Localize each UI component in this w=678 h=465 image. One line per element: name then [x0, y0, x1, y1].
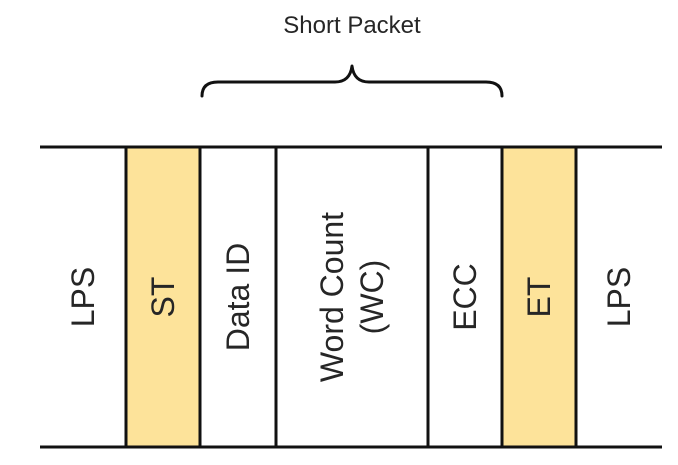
field-label-lps-right: LPS [601, 266, 637, 328]
et-field-fill [502, 147, 576, 447]
field-label-lps-left: LPS [65, 266, 101, 328]
field-label-word-count: Word Count (WC) [314, 211, 390, 383]
field-label-data-id: Data ID [220, 242, 256, 352]
field-label-ecc: ECC [447, 263, 483, 331]
st-field-fill [126, 147, 200, 447]
field-label-st: ST [145, 276, 181, 318]
field-label-et: ET [521, 276, 557, 318]
packet-title: Short Packet [283, 12, 421, 39]
short-packet-brace [200, 64, 504, 98]
